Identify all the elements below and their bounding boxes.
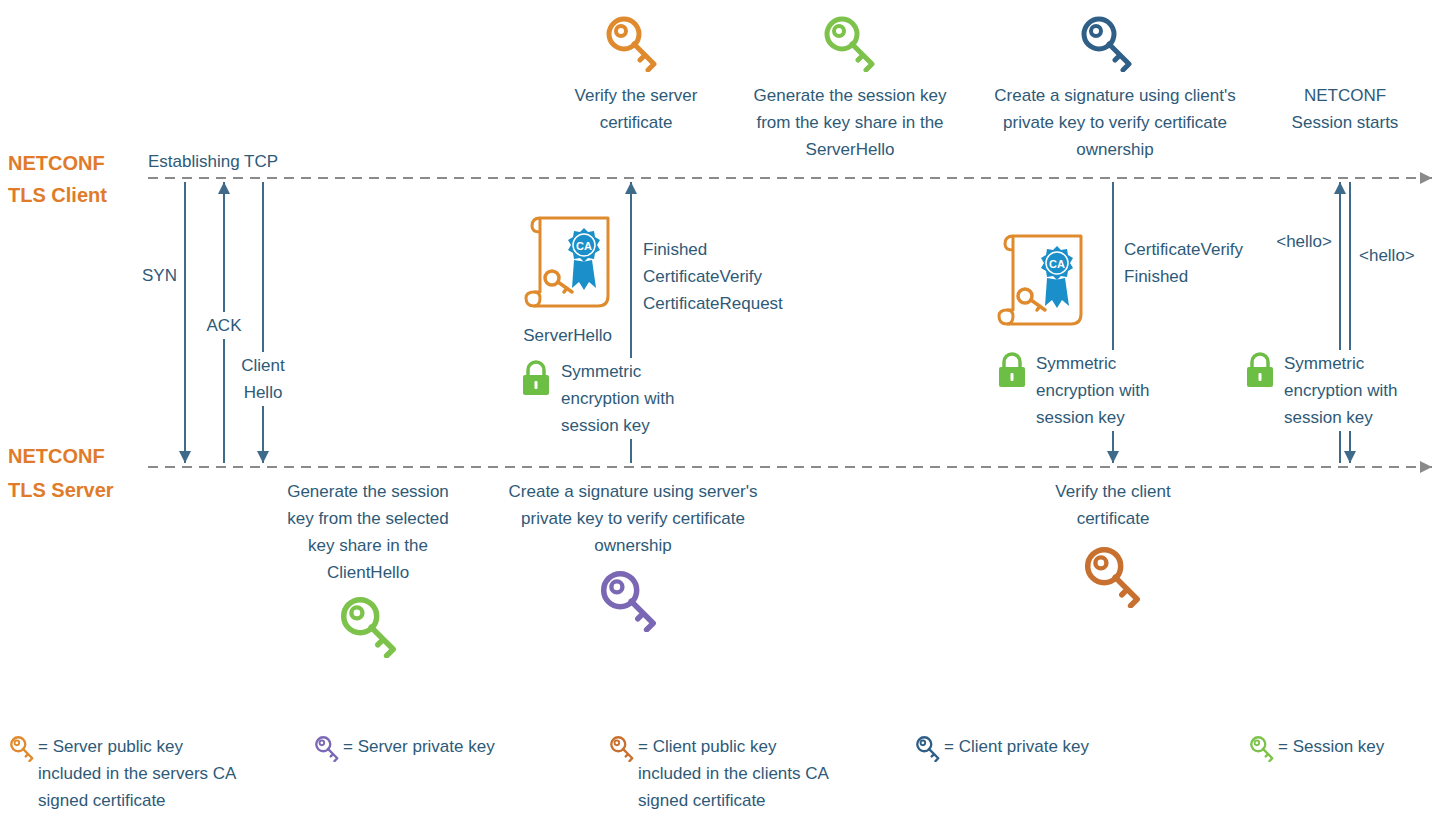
- badge-text: CA: [569, 240, 599, 253]
- lifeline-label: NETCONF TLS Server: [8, 439, 133, 507]
- client-lifeline: [148, 177, 1432, 179]
- certificate-icon: [999, 236, 1081, 324]
- message-label: <hello>: [1276, 228, 1332, 255]
- legend-text: = Server public key included in the serv…: [38, 733, 238, 814]
- legend-key-icon: [611, 737, 632, 761]
- legend-key-icon: [11, 737, 32, 761]
- message-arrow: [262, 182, 264, 463]
- legend-text: = Client private key: [944, 733, 1114, 760]
- legend-key-icon: [917, 737, 938, 761]
- message-arrow: [184, 182, 186, 463]
- legend-text: = Session key: [1278, 733, 1438, 760]
- legend-key-icon: [316, 737, 337, 761]
- encryption-note: Symmetric encryption with session key: [1281, 350, 1423, 431]
- lock-icon: [523, 362, 549, 395]
- step-note: NETCONF Session starts: [1280, 82, 1410, 136]
- lifeline: NETCONF TLS Server: [148, 463, 1430, 471]
- message-label: Client Hello: [238, 352, 287, 406]
- phase-label: Establishing TCP: [148, 148, 278, 175]
- lock-icon: [1247, 354, 1273, 387]
- server-public-key-icon: [609, 19, 654, 70]
- message-label: Finished CertificateVerify CertificateRe…: [643, 236, 783, 317]
- encryption-note: Symmetric encryption with session key: [1033, 350, 1175, 431]
- badge-text: CA: [1042, 258, 1072, 271]
- session-key-icon: [827, 19, 872, 70]
- legend-entry: = Server public key included in the serv…: [38, 733, 238, 814]
- legend-entry: = Session key: [1278, 733, 1438, 760]
- server-lifeline: [148, 466, 1432, 468]
- lock-icon: [999, 354, 1025, 387]
- legend-entry: = Server private key: [343, 733, 543, 760]
- message-label: <hello>: [1359, 242, 1415, 269]
- encryption-note: Symmetric encryption with session key: [558, 358, 700, 439]
- step-note: Create a signature using server's privat…: [508, 478, 758, 559]
- lifeline-label: NETCONF TLS Client: [8, 147, 133, 211]
- step-note: Create a signature using client's privat…: [993, 82, 1238, 163]
- lifeline: NETCONF TLS Client: [148, 174, 1430, 182]
- step-note: Verify the client certificate: [1038, 478, 1188, 532]
- message-name: ServerHello: [523, 322, 612, 349]
- step-note: Generate the session key from the key sh…: [748, 82, 953, 163]
- legend-entry: = Client public key included in the clie…: [638, 733, 838, 814]
- message-label: ACK: [204, 312, 245, 339]
- legend-entry: = Client private key: [944, 733, 1114, 760]
- message-label: SYN: [142, 262, 177, 289]
- client-private-key-icon: [1084, 19, 1129, 70]
- session-key-icon: [344, 600, 394, 656]
- certificate-icon: [526, 218, 608, 306]
- message-label: CertificateVerify Finished: [1124, 236, 1243, 290]
- server-private-key-icon: [604, 574, 654, 630]
- legend-key-icon: [1251, 737, 1272, 761]
- step-note: Verify the server certificate: [556, 82, 716, 136]
- client-public-key-icon: [1088, 550, 1138, 606]
- legend-text: = Server private key: [343, 733, 543, 760]
- step-note: Generate the session key from the select…: [278, 478, 458, 586]
- legend-text: = Client public key included in the clie…: [638, 733, 838, 814]
